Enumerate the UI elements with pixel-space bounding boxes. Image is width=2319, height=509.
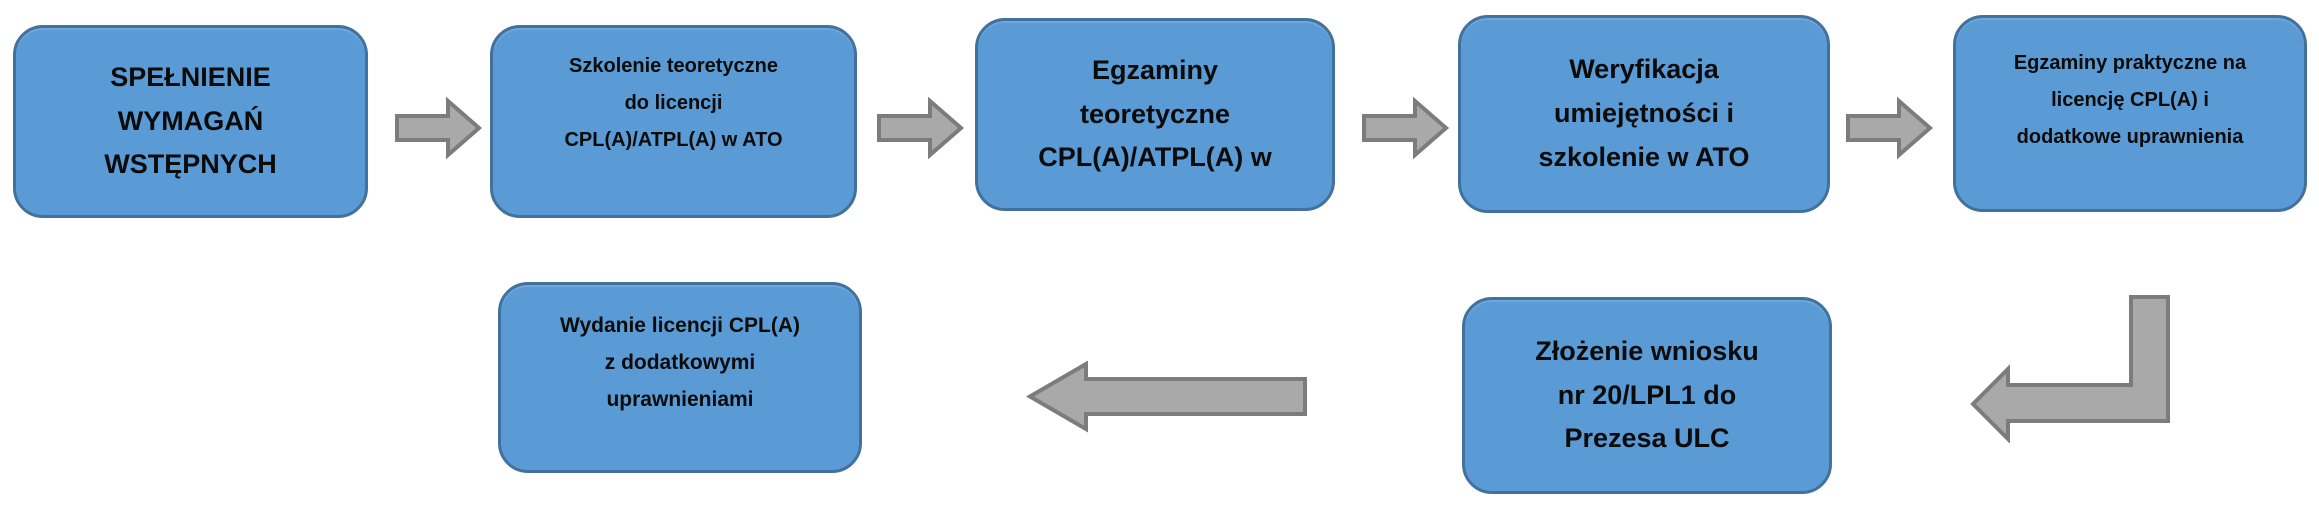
flow-step-weryfikacja-umiejetnosci: Weryfikacja umiejętności i szkolenie w A… — [1458, 15, 1830, 213]
right-arrow-icon — [1362, 97, 1450, 159]
flow-step-label: Egzaminy teoretyczne CPL(A)/ATPL(A) w — [1038, 54, 1272, 173]
flow-step-egzaminy-praktyczne: Egzaminy praktyczne na licencję CPL(A) i… — [1953, 15, 2307, 212]
right-arrow-icon — [1846, 97, 1934, 159]
flow-step-wydanie-licencji: Wydanie licencji CPL(A) z dodatkowymi up… — [498, 282, 862, 473]
flow-step-label: Egzaminy praktyczne na licencję CPL(A) i… — [2013, 52, 2247, 148]
flow-step-label: Złożenie wniosku nr 20/LPL1 do Prezesa U… — [1535, 335, 1759, 454]
elbow-down-left-arrow-icon — [1969, 295, 2170, 443]
flow-step-spelnienie-wymagan: SPEŁNIENIE WYMAGAŃ WSTĘPNYCH — [13, 25, 368, 218]
right-arrow-icon — [877, 97, 965, 159]
flow-step-label: Weryfikacja umiejętności i szkolenie w A… — [1538, 54, 1750, 172]
flow-step-label: SPEŁNIENIE WYMAGAŃ WSTĘPNYCH — [104, 61, 277, 180]
right-arrow-icon — [395, 97, 483, 159]
flow-step-label: Wydanie licencji CPL(A) z dodatkowymi up… — [560, 314, 800, 411]
flow-step-egzaminy-teoretyczne: Egzaminy teoretyczne CPL(A)/ATPL(A) w — [975, 18, 1335, 211]
flow-step-label: Szkolenie teoretyczne do licencji CPL(A)… — [564, 55, 783, 151]
flow-step-szkolenie-teoretyczne: Szkolenie teoretyczne do licencji CPL(A)… — [490, 25, 857, 218]
flow-step-zlozenie-wniosku: Złożenie wniosku nr 20/LPL1 do Prezesa U… — [1462, 297, 1832, 494]
left-arrow-icon — [1026, 360, 1307, 433]
